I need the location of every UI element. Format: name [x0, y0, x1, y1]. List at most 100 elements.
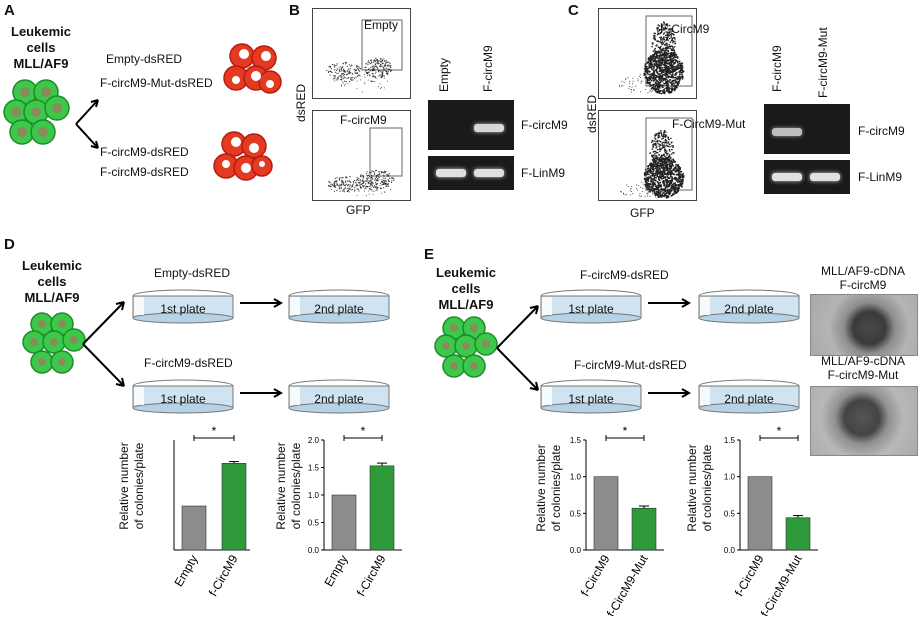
flow-event-dot [655, 161, 657, 163]
flow-event-dot [342, 68, 345, 70]
flow-event-dot [378, 171, 380, 173]
flow-event-dot [382, 67, 385, 69]
flow-event-dot [621, 85, 623, 87]
flow-event-dot [659, 183, 661, 185]
flow-event-dot [346, 73, 348, 75]
flow-event-dot [632, 80, 634, 82]
flow-event-dot [664, 34, 667, 37]
flow-event-dot [377, 85, 379, 87]
flow-event-dot [628, 88, 630, 90]
flow-event-dot [377, 175, 379, 178]
flow-event-dot [669, 188, 671, 190]
flow-event-dot [383, 175, 385, 177]
flow-event-dot [627, 77, 629, 79]
flow-event-dot [659, 177, 662, 179]
flow-event-dot [629, 189, 631, 191]
flow-event-dot [656, 86, 659, 89]
flow-event-dot [660, 59, 663, 61]
plate-label-e21: 1st plate [568, 392, 614, 406]
flow-event-dot [342, 177, 344, 179]
y-tick-label: 0.0 [570, 546, 582, 555]
flow-event-dot [658, 25, 661, 27]
y-tick-label: 1.5 [308, 464, 320, 473]
flow-event-dot [339, 75, 341, 77]
flow-event-dot [671, 30, 674, 32]
flow-event-dot [367, 68, 369, 70]
flow-event-dot [648, 183, 650, 185]
flow-event-dot [390, 67, 392, 69]
flow-event-dot [666, 24, 669, 27]
flow-event-dot [659, 53, 662, 55]
flow-event-dot [657, 81, 659, 83]
flow-event-dot [354, 187, 356, 189]
flow-event-dot [360, 68, 362, 70]
flow-event-dot [679, 73, 681, 76]
flow-event-dot [622, 192, 624, 194]
flow-event-dot [644, 169, 647, 171]
flow-event-dot [333, 64, 335, 66]
flow-event-dot [661, 189, 664, 192]
flow-event-dot [370, 187, 372, 189]
gel-linm9-c [764, 160, 850, 194]
flow-event-dot [653, 60, 656, 62]
flow-event-dot [381, 75, 383, 76]
flow-event-dot [658, 171, 660, 173]
flow-event-dot [657, 166, 660, 168]
flow-event-dot [651, 148, 654, 150]
flow-event-dot [647, 57, 650, 59]
flow-event-dot [623, 82, 625, 83]
lane-label-circm9-b: F-circM9 [481, 45, 495, 92]
flow-event-dot [679, 71, 682, 73]
flow-event-dot [665, 84, 668, 87]
flow-event-dot [653, 190, 656, 193]
flow-event-dot [349, 64, 351, 66]
flow-event-dot [667, 53, 670, 55]
flow-event-dot [663, 59, 666, 62]
flow-event-dot [664, 148, 666, 150]
flow-event-dot [374, 68, 376, 70]
flow-event-dot [654, 153, 656, 155]
flow-event-dot [339, 177, 341, 179]
flow-event-dot [675, 163, 677, 166]
flow-event-dot [630, 89, 632, 91]
flow-event-dot [647, 185, 649, 187]
flow-event-dot [373, 69, 375, 72]
flow-event-dot [667, 155, 670, 158]
flow-event-dot [388, 68, 390, 70]
flow-event-dot [654, 81, 657, 84]
flow-event-dot [660, 190, 662, 193]
flow-event-dot [361, 175, 363, 177]
flow-event-dot [655, 156, 658, 159]
flow-event-dot [675, 173, 678, 176]
flow-event-dot [659, 150, 661, 152]
flow-event-dot [382, 74, 384, 77]
flow-event-dot [383, 64, 386, 66]
flow-event-dot [373, 173, 375, 175]
flow-event-dot [646, 168, 649, 170]
flow-event-dot [660, 158, 663, 160]
y-tick-label: 0.5 [570, 509, 582, 518]
flow-event-dot [632, 77, 634, 79]
flow-event-dot [681, 174, 684, 177]
flow-event-dot [661, 48, 664, 50]
flow-event-dot [660, 173, 662, 176]
flow-event-dot [671, 37, 674, 40]
flow-event-dot [658, 193, 660, 195]
flow-event-dot [662, 42, 665, 45]
flow-event-dot [674, 38, 676, 40]
flow-event-dot [365, 66, 367, 68]
flow-event-dot [378, 179, 380, 181]
flow-event-dot [665, 39, 667, 42]
flow-event-dot [653, 175, 655, 177]
flow-event-dot [631, 91, 633, 93]
flow-event-dot [667, 84, 669, 86]
flow-event-dot [381, 69, 383, 71]
y-axis-dsred-c: dsRED [585, 94, 599, 133]
flow-event-dot [666, 27, 668, 30]
flow-event-dot [659, 172, 662, 174]
flow-event-dot [385, 64, 387, 66]
flow-event-dot [655, 185, 658, 188]
flow-event-dot [389, 177, 391, 179]
flow-event-dot [385, 185, 387, 187]
band-label-linm9-c: F-LinM9 [858, 170, 903, 184]
